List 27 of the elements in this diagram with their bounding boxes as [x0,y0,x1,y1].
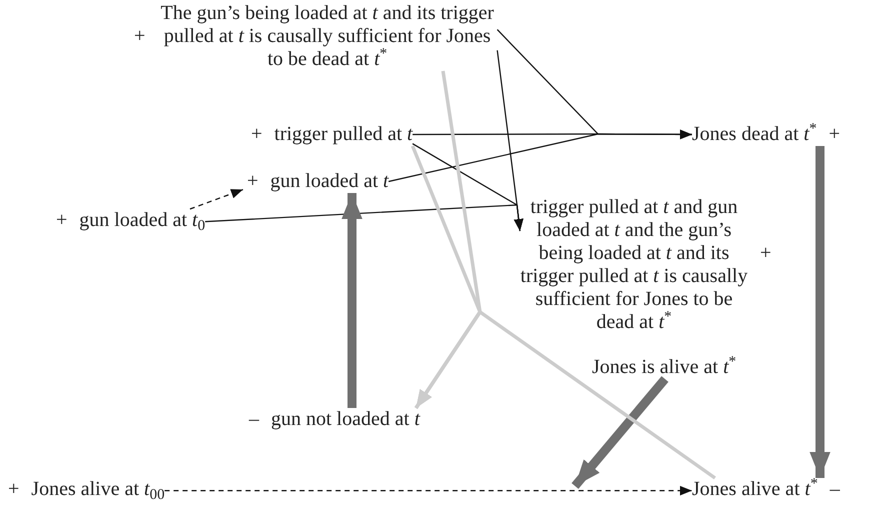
arrow [190,188,244,210]
arrow [164,486,692,496]
statement-text: The gun’s being loaded at t and its trigger pulled at t is causally sufficient for Jones to be dead at t$^{*}$ [160,2,495,71]
arrow [414,310,716,480]
statement-text: Jones alive at t$_{00}$ [31,478,165,501]
arrow [412,143,524,232]
sign-label: – [828,478,841,501]
sign-label: + [55,209,68,232]
sign-label: – [248,408,260,431]
sign-label: + [133,25,146,48]
sign-label: + [759,242,772,265]
sign-label: + [250,123,264,146]
sign-label: + [828,123,841,146]
statement-text: gun loaded at t$_{0}$ [79,209,206,232]
sign-label: + [246,170,260,193]
statement-text: trigger pulled at t and gun loaded at t and the gun’s being loaded at t and its trigger pulled at t is causally sufficient for Jones to be dead at t$^{*}$ [520,196,748,334]
arrow [388,130,692,182]
statement-text: gun loaded at t [270,170,389,193]
arrow [810,146,830,478]
sign-label: + [7,478,20,501]
statement-text: Jones dead at t$^{*}$ [692,123,817,146]
statement-text: Jones is alive at t$^{*}$ [592,356,736,379]
statement-text: gun not loaded at t [271,408,420,431]
arrow [572,376,668,489]
statement-text: Jones alive at t$^{*}$ [692,478,818,501]
statement-text: trigger pulled at t [274,123,413,146]
arrow [342,193,362,408]
